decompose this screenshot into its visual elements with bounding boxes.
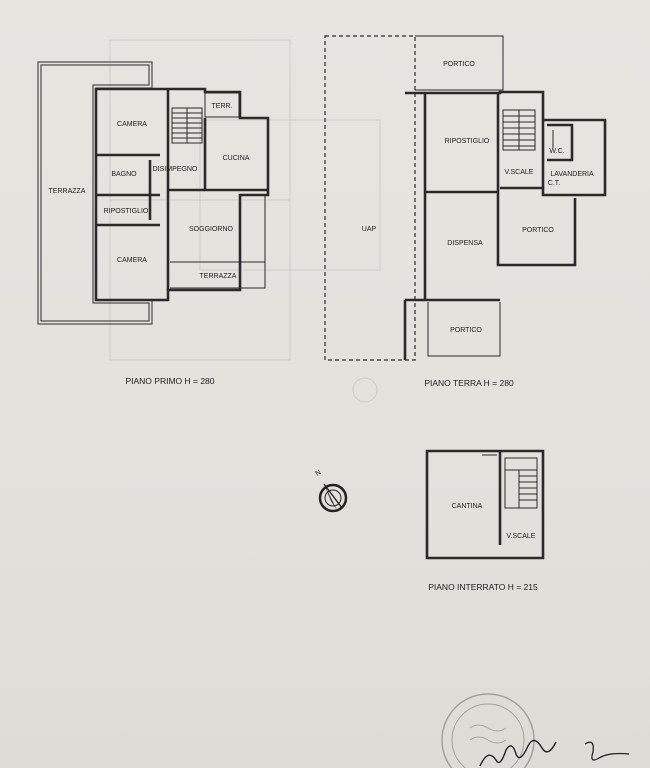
- plan-piano-terra: PORTICO RIPOSTIGLIO W.C. V.SCALE LAVANDE…: [324, 35, 607, 388]
- stairs-primo: [171, 107, 203, 144]
- room-terrazza-side: TERRAZZA: [49, 188, 86, 195]
- north-compass: N: [315, 469, 348, 513]
- room-camera-top: CAMERA: [117, 121, 147, 128]
- room-ripostiglio-terra: RIPOSTIGLIO: [445, 138, 490, 145]
- room-v-scale-terra: V.SCALE: [505, 169, 534, 176]
- room-camera-bottom: CAMERA: [117, 257, 147, 264]
- room-terr-small: TERR.: [212, 103, 233, 110]
- room-wc: W.C.: [549, 148, 564, 155]
- caption-piano-primo: PIANO PRIMO H = 280: [125, 376, 214, 386]
- room-v-scale-interrato: V.SCALE: [507, 533, 536, 540]
- plan-piano-primo: CAMERA TERR. DISIMPEGNO CUCINA BAGNO TER…: [37, 61, 270, 386]
- room-cucina: CUCINA: [223, 155, 250, 162]
- room-portico-top: PORTICO: [443, 61, 475, 68]
- room-soggiorno: SOGGIORNO: [189, 226, 234, 233]
- compass-north-label: N: [315, 469, 323, 478]
- caption-piano-interrato: PIANO INTERRATO H = 215: [428, 582, 538, 592]
- room-ripostiglio-primo: RIPOSTIGLIO: [104, 208, 149, 215]
- room-portico-right: PORTICO: [522, 227, 554, 234]
- room-dispensa: DISPENSA: [447, 240, 483, 247]
- room-disimpegno: DISIMPEGNO: [153, 166, 198, 173]
- room-ct: C.T.: [548, 180, 561, 187]
- room-bagno: BAGNO: [111, 171, 137, 178]
- stairs-terra: [502, 109, 536, 151]
- plan-piano-interrato: CANTINA V.SCALE PIANO INTERRATO H = 215: [425, 449, 545, 592]
- caption-piano-terra: PIANO TERRA H = 280: [424, 378, 514, 388]
- ghost-lines: [109, 39, 381, 403]
- handwritten-signature: [479, 739, 630, 767]
- room-lavanderia: LAVANDERIA: [550, 171, 594, 178]
- room-uap: UAP: [362, 226, 377, 233]
- stairs-interrato: [504, 457, 538, 509]
- room-portico-bottom: PORTICO: [450, 327, 482, 334]
- room-cantina: CANTINA: [452, 503, 483, 510]
- room-terrazza-bottom: TERRAZZA: [200, 273, 237, 280]
